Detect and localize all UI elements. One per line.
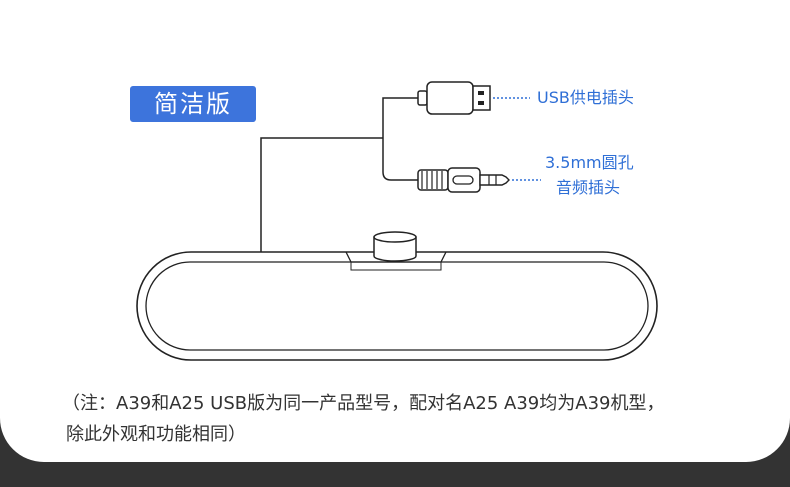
usb-plug-icon [417, 81, 491, 115]
speaker-bar-icon [136, 231, 658, 361]
product-card: 简洁版 [0, 0, 790, 462]
usb-callout-label: USB供电插头 [537, 88, 634, 107]
jack-cable [382, 138, 418, 181]
speaker-diagram [136, 81, 658, 361]
main-cable [260, 137, 383, 252]
note-line-2: 除此外观和功能相同） [66, 424, 246, 445]
jack-callout-label-line1: 3.5mm圆孔 [545, 153, 634, 172]
usb-cable [382, 97, 418, 138]
note-line-1: （注：A39和A25 USB版为同一产品型号，配对名A25 A39均为A39机型… [62, 393, 665, 414]
audio-jack-icon [417, 167, 510, 193]
jack-callout-label-line2: 音频插头 [556, 178, 621, 197]
version-badge: 简洁版 [130, 86, 256, 122]
